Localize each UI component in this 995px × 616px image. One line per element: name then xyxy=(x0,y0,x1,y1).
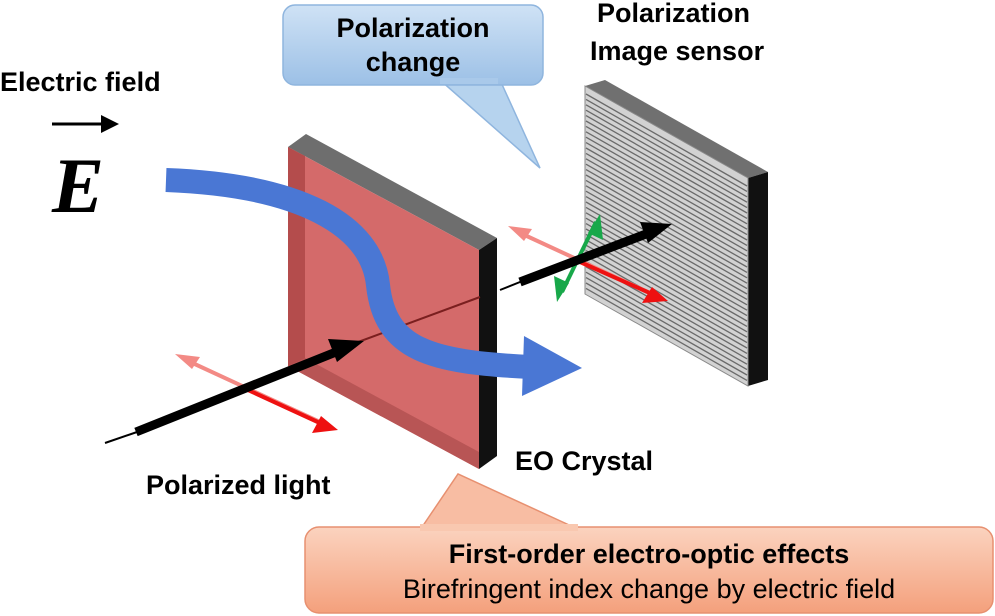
electric-field-arrow xyxy=(165,168,582,396)
grating-line xyxy=(585,271,748,365)
field-vector-symbol: E xyxy=(51,115,119,229)
field-symbol: E xyxy=(51,142,104,229)
grating-line xyxy=(585,109,748,203)
callout-pointer xyxy=(438,79,541,169)
grating-line xyxy=(585,185,748,279)
crystal-face-left-shade xyxy=(288,147,305,373)
grating-line xyxy=(585,201,748,295)
grating-line xyxy=(585,174,748,268)
grating-line xyxy=(585,206,748,300)
grating-line xyxy=(585,287,748,381)
callout-line1: Polarization xyxy=(336,13,489,43)
grating-line xyxy=(585,223,748,317)
grating-line xyxy=(585,158,748,252)
callout-box xyxy=(282,4,544,86)
grating-line xyxy=(585,190,748,284)
grating-line xyxy=(585,282,748,376)
effects-subtitle: Birefringent index change by electric fi… xyxy=(403,574,895,604)
grating-line xyxy=(585,93,748,187)
effects-callout-box xyxy=(304,526,994,614)
effects-callout: First-order electro-optic effects Birefr… xyxy=(304,473,994,614)
grating-line xyxy=(585,244,748,338)
grating-line xyxy=(585,266,748,360)
callout-line2: change xyxy=(366,47,461,77)
sensor-label-line1: Polarization xyxy=(597,0,750,28)
grating-line xyxy=(585,131,748,225)
grating-line xyxy=(585,115,748,209)
grating-line xyxy=(585,147,748,241)
polarized-light-label: Polarized light xyxy=(146,470,331,500)
polarization-image-sensor xyxy=(584,80,768,387)
grating-line xyxy=(585,212,748,306)
grating-line xyxy=(585,255,748,349)
crystal-top-edge xyxy=(288,134,497,250)
grating-line xyxy=(585,277,748,371)
grating-line xyxy=(585,120,748,214)
grating-line xyxy=(585,163,748,257)
eo-crystal-label: EO Crystal xyxy=(515,446,653,476)
grating-line xyxy=(585,136,748,230)
grating-line xyxy=(585,152,748,246)
sensor-label-line2: Image sensor xyxy=(590,36,765,66)
beam-inside-crystal xyxy=(349,296,481,346)
effects-callout-pointer xyxy=(418,473,581,531)
grating-line xyxy=(585,250,748,344)
crystal-face-bottom-shade xyxy=(288,358,479,469)
grating-line xyxy=(585,142,748,236)
grating-line xyxy=(585,125,748,219)
electric-field-label: Electric field xyxy=(0,67,161,97)
polarization-change-callout: Polarization change xyxy=(282,4,544,169)
sensor-side-edge xyxy=(748,172,768,386)
grating-line xyxy=(585,217,748,311)
sensor-grating-lines xyxy=(585,93,748,381)
input-polarization-arrows xyxy=(175,354,338,433)
grating-line xyxy=(585,239,748,333)
sensor-top-edge xyxy=(585,80,768,178)
effects-title: First-order electro-optic effects xyxy=(449,539,850,569)
grating-line xyxy=(585,196,748,290)
input-light-beam xyxy=(104,339,364,444)
grating-line xyxy=(585,98,748,192)
grating-line xyxy=(585,169,748,263)
grating-line xyxy=(585,104,748,198)
output-light-beam xyxy=(499,222,672,291)
